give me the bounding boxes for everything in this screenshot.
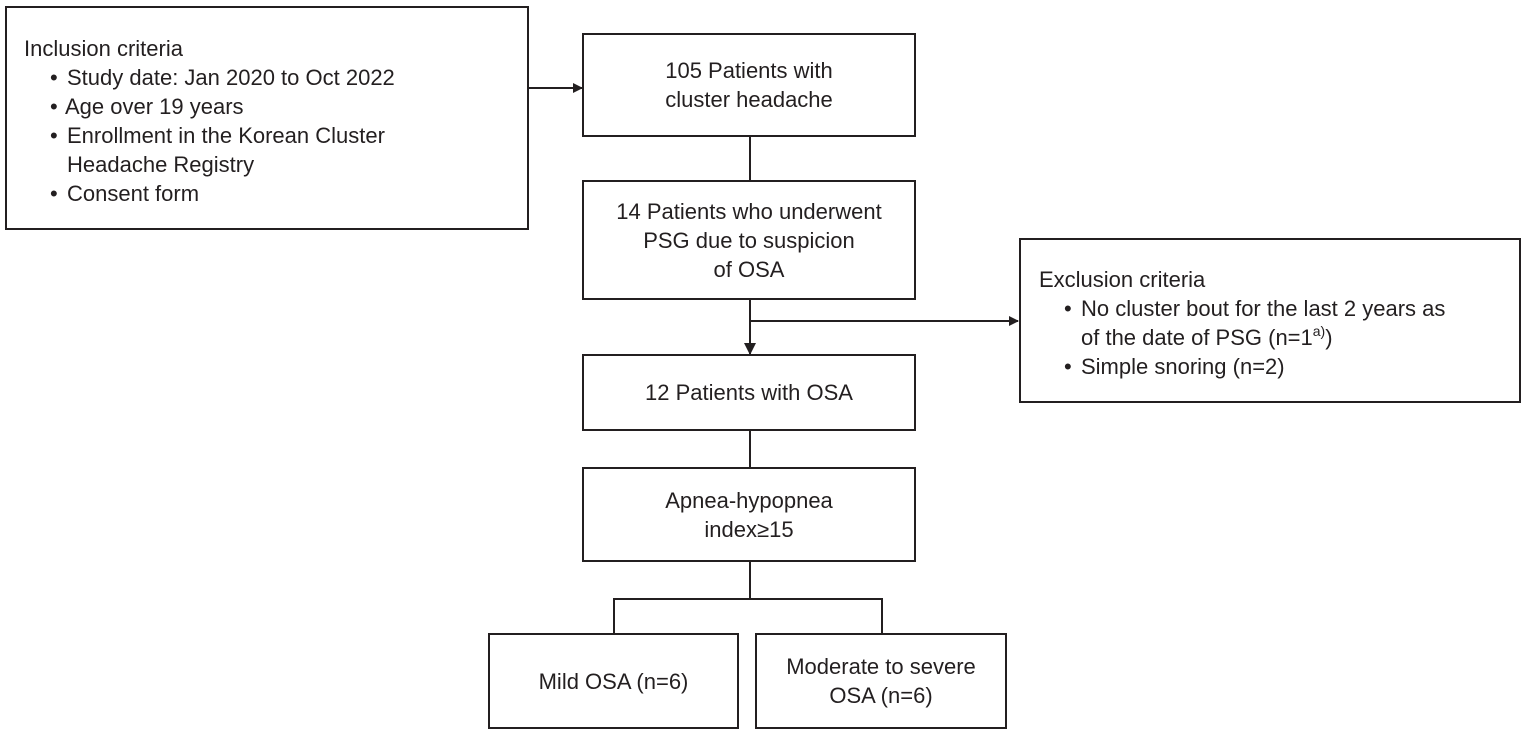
inclusion-item-consent: Consent form (47, 179, 527, 208)
exclusion-item-no-cluster-bout: No cluster bout for the last 2 years as … (1061, 294, 1519, 352)
inclusion-criteria-box: Inclusion criteria Study date: Jan 2020 … (5, 6, 529, 230)
exclusion-criteria-title: Exclusion criteria (1039, 267, 1206, 292)
line-split-to-mild (613, 598, 883, 634)
box-14-patients-psg: 14 Patients who underwent PSG due to sus… (582, 180, 916, 300)
inclusion-criteria-title: Inclusion criteria (24, 36, 183, 61)
inclusion-item-study-date: Study date: Jan 2020 to Oct 2022 (47, 63, 527, 92)
box-12-patients-osa: 12 Patients with OSA (582, 354, 916, 431)
box-apnea-hypopnea-index: Apnea-hypopnea index≥15 (582, 467, 916, 562)
exclusion-criteria-box: Exclusion criteria No cluster bout for t… (1019, 238, 1521, 403)
inclusion-criteria-list: Study date: Jan 2020 to Oct 2022 Age ove… (47, 63, 527, 208)
exclusion-item-simple-snoring: Simple snoring (n=2) (1061, 352, 1519, 381)
inclusion-item-age: Age over 19 years (47, 92, 527, 121)
exclusion-criteria-list: No cluster bout for the last 2 years as … (1061, 294, 1519, 381)
box-moderate-severe-osa: Moderate to severe OSA (n=6) (755, 633, 1007, 729)
box-105-patients: 105 Patients with cluster headache (582, 33, 916, 137)
inclusion-item-enrollment: Enrollment in the Korean Cluster Headach… (47, 121, 527, 179)
footnote-marker: a) (1312, 323, 1326, 339)
box-mild-osa: Mild OSA (n=6) (488, 633, 739, 729)
